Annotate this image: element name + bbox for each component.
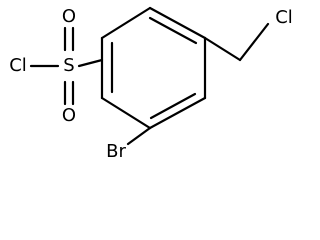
ring-bond-top-left xyxy=(100,6,152,40)
bond-ring-ch2 xyxy=(203,36,242,62)
chlorine-methyl-label: Cl xyxy=(275,7,293,28)
bond-ring-bromine xyxy=(126,126,152,146)
benzene-ring xyxy=(100,6,207,130)
ring-double-top-right xyxy=(148,16,198,45)
bromine-label: Br xyxy=(106,141,126,162)
ring-double-bottom-right xyxy=(149,92,197,120)
ring-bond-bottom-right xyxy=(148,96,207,130)
structure-svg: Cl S O O Br Cl xyxy=(9,6,293,162)
oxygen-bottom-label: O xyxy=(62,105,76,126)
ring-bond-bottom-left xyxy=(100,96,152,130)
chlorine-sulfonyl-label: Cl xyxy=(9,55,27,76)
bond-ch2-chlorine xyxy=(238,22,270,62)
ring-bond-top-right xyxy=(148,6,207,40)
oxygen-top-label: O xyxy=(62,6,76,27)
sulfur-label: S xyxy=(63,55,74,76)
bond-ring-sulfur xyxy=(77,58,104,68)
molecule-diagram: Cl S O O Br Cl xyxy=(9,6,293,162)
